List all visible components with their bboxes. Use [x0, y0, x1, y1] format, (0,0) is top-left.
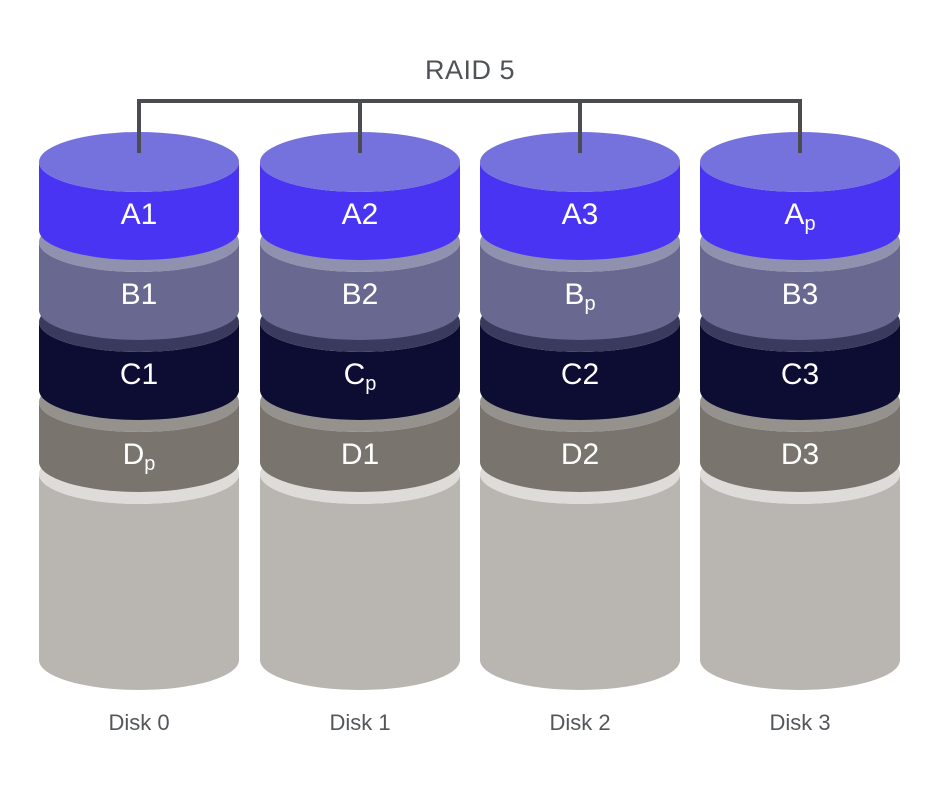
block-label-main: D [123, 438, 145, 471]
block-label-main: A3 [562, 198, 599, 231]
disk-2-block-B-body [480, 242, 680, 340]
disk-0-block-A-body [39, 162, 239, 260]
disk-1-block-A-label: A2 [342, 198, 379, 231]
disk-3-block-A-top-rim [700, 132, 900, 192]
disk-2-block-A-body [480, 162, 680, 260]
block-label-main: C2 [561, 358, 599, 391]
raid-bracket-line [137, 99, 802, 153]
disk-0-block-B-label: B1 [121, 278, 158, 311]
disk-0-platter-body [39, 474, 239, 690]
block-label-subscript: p [365, 373, 376, 395]
disk-2-block-C-label: C2 [561, 358, 599, 391]
block-label-main: D3 [781, 438, 819, 471]
block-label-subscript: p [584, 293, 595, 315]
disk-0-block-A-label: A1 [121, 198, 158, 231]
disk-0-block-C-label: C1 [120, 358, 158, 391]
disk-1-name-label: Disk 1 [329, 710, 390, 735]
disk-3-platter-body [700, 474, 900, 690]
disk-1-platter-body [260, 474, 460, 690]
disk-1-block-C-label: Cp [344, 358, 377, 395]
disk-2-block-B-label: Bp [564, 278, 595, 315]
disk-2-block-D-body [480, 402, 680, 492]
block-label-main: C1 [120, 358, 158, 391]
disk-1-block-B-body [260, 242, 460, 340]
disk-0-block-D-body [39, 402, 239, 492]
disk-3-name-label: Disk 3 [769, 710, 830, 735]
disk-3-block-A-body [700, 162, 900, 260]
block-label-main: D2 [561, 438, 599, 471]
block-label-subscript: p [804, 213, 815, 235]
disk-3-block-B-label: B3 [782, 278, 819, 311]
disk-0-name-label: Disk 0 [108, 710, 169, 735]
disk-3-block-D-label: D3 [781, 438, 819, 471]
block-label-main: D1 [341, 438, 379, 471]
diagram-title: RAID 5 [425, 55, 515, 85]
disk-3-block-D-body [700, 402, 900, 492]
block-label-main: B1 [121, 278, 158, 311]
block-label-main: B [564, 278, 584, 311]
disk-0-block-D-label: Dp [123, 438, 156, 475]
block-label-subscript: p [144, 453, 155, 475]
disk-1-block-C-body [260, 322, 460, 420]
block-label-main: A1 [121, 198, 158, 231]
disk-1-block-A-top-rim [260, 132, 460, 192]
block-label-main: B2 [342, 278, 379, 311]
disk-2-block-C-body [480, 322, 680, 420]
disk-3-block-C-body [700, 322, 900, 420]
block-label-main: A2 [342, 198, 379, 231]
disk-2-block-A-label: A3 [562, 198, 599, 231]
disk-3-block-C-label: C3 [781, 358, 819, 391]
block-label-main: C3 [781, 358, 819, 391]
disk-0-block-A-top-rim [39, 132, 239, 192]
disk-2-block-D-label: D2 [561, 438, 599, 471]
disk-3-block-B-body [700, 242, 900, 340]
disk-0-block-C-body [39, 322, 239, 420]
disk-2-block-A-top-rim [480, 132, 680, 192]
block-label-main: B3 [782, 278, 819, 311]
disk-0-block-B-body [39, 242, 239, 340]
block-label-main: A [784, 198, 804, 231]
disk-1-block-D-label: D1 [341, 438, 379, 471]
disk-2-platter-body [480, 474, 680, 690]
disk-1-block-A-body [260, 162, 460, 260]
block-label-main: C [344, 358, 366, 391]
disk-1-block-B-label: B2 [342, 278, 379, 311]
disk-3-block-A-label: Ap [784, 198, 815, 235]
disk-1-block-D-body [260, 402, 460, 492]
disk-2-name-label: Disk 2 [549, 710, 610, 735]
